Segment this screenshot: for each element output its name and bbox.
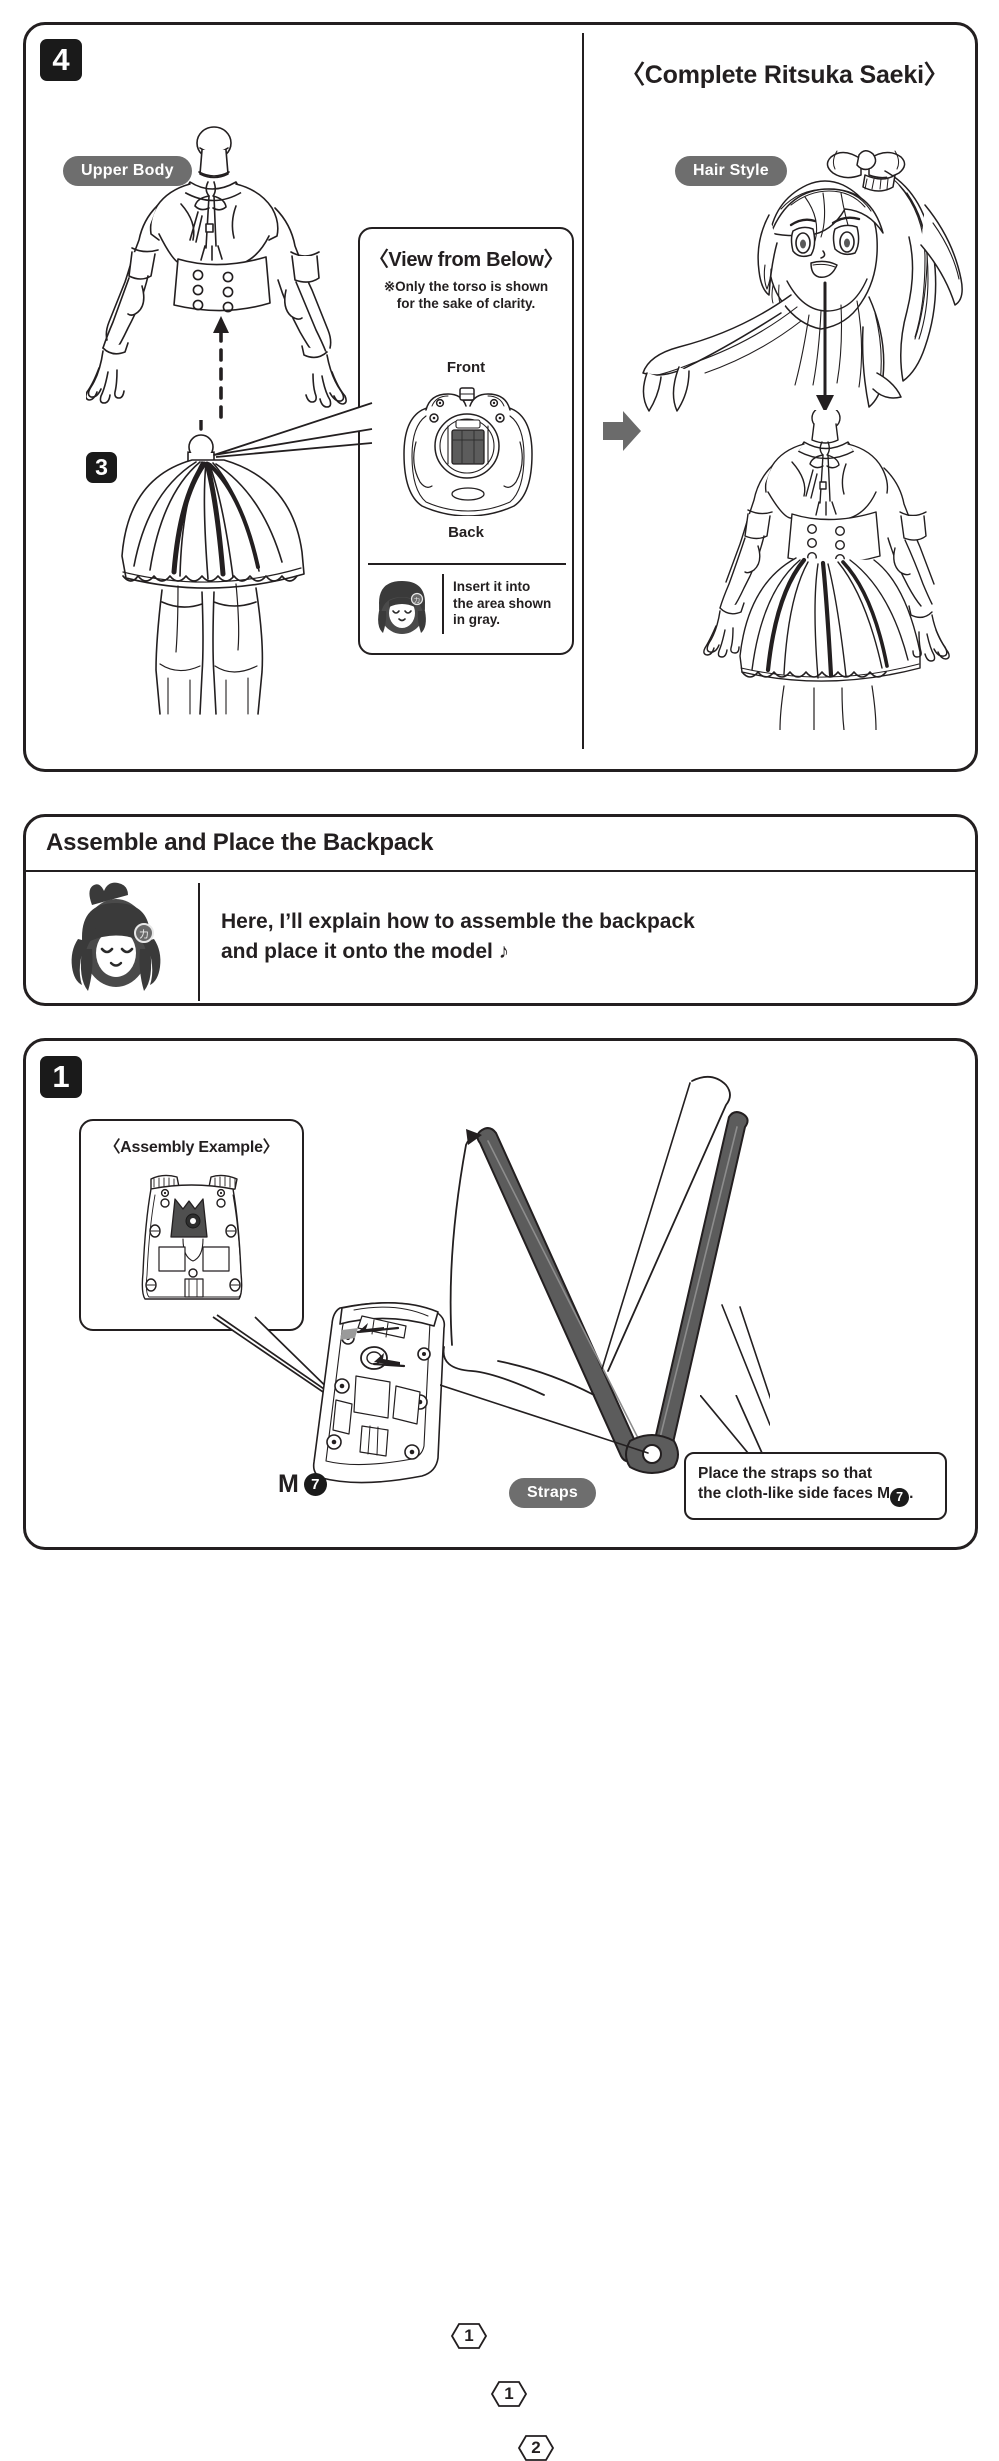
upper-body-figure-illustration xyxy=(86,120,356,425)
strap-note-pointer-lines xyxy=(700,1395,830,1455)
callout-number-1b: 1 xyxy=(491,2381,527,2407)
note-divider xyxy=(442,574,444,634)
step-number-badge-1: 1 xyxy=(40,1056,82,1098)
callout-number-2-text: 2 xyxy=(531,2438,541,2457)
step-number-badge-3: 3 xyxy=(86,452,117,483)
head-hair-illustration xyxy=(641,145,986,435)
part-label-number: 7 xyxy=(303,1473,327,1496)
callout-number-1a: 1 xyxy=(451,2323,487,2349)
label-hair-style: Hair Style xyxy=(675,156,787,186)
step-1-panel: 1 〈Assembly Example〉 xyxy=(23,1038,978,2461)
mascot-icon: カ xyxy=(56,879,176,999)
label-straps: Straps xyxy=(509,1478,596,1508)
label-front: Front xyxy=(446,359,486,376)
complete-figure-illustration xyxy=(686,410,986,730)
transition-arrow-icon xyxy=(603,411,641,451)
step-4-panel: 4 〈Complete Ritsuka Saeki〉 Upper Body Ha… xyxy=(23,22,978,772)
part-label-m7: M 7 xyxy=(278,1470,327,1499)
mascot-icon: カ xyxy=(371,573,433,635)
callout-pointer-lines xyxy=(206,395,376,495)
torso-bottom-view-illustration xyxy=(396,384,540,516)
strap-note-line-2-post: . xyxy=(909,1485,914,1503)
assembled-backpack-illustration xyxy=(129,1169,259,1319)
callout-number-2: 2 xyxy=(518,2435,554,2461)
backpack-frame-part-illustration xyxy=(300,1290,475,1490)
strap-note-line-2-pre: the cloth-like side faces M xyxy=(698,1485,891,1503)
part-label-prefix: M xyxy=(278,1470,299,1498)
callout-number-1b-text: 1 xyxy=(504,2384,514,2403)
title-divider xyxy=(26,870,975,872)
step-number-badge-4: 4 xyxy=(40,39,82,81)
section-title: Assemble and Place the Backpack xyxy=(46,829,434,856)
strap-note-part-number: 7 xyxy=(890,1487,910,1507)
gray-area-note-text: Insert it into the area shown in gray. xyxy=(453,579,552,628)
strap-note-line-1: Place the straps so that xyxy=(698,1465,873,1482)
gray-area-note: カ Insert it into the area shown in gray. xyxy=(368,563,566,643)
intro-divider xyxy=(198,883,200,1001)
callout-number-1a-text: 1 xyxy=(464,2326,474,2345)
straps-part-illustration xyxy=(440,1055,770,1475)
view-from-below-note: ※Only the torso is shown for the sake of… xyxy=(383,279,549,311)
assembly-example-title: 〈Assembly Example〉 xyxy=(104,1139,279,1156)
view-from-below-title: 〈View from Below〉 xyxy=(368,249,564,271)
view-from-below-callout: 〈View from Below〉 ※Only the torso is sho… xyxy=(358,227,574,655)
svg-text:カ: カ xyxy=(139,928,150,941)
label-upper-body: Upper Body xyxy=(63,156,192,186)
strap-orientation-note: Place the straps so that the cloth-like … xyxy=(684,1452,947,1520)
label-back: Back xyxy=(448,524,484,541)
intro-panel: Assemble and Place the Backpack カ Here, … xyxy=(23,814,978,1006)
complete-figure-title: 〈Complete Ritsuka Saeki〉 xyxy=(620,61,949,89)
skirt-figure-illustration xyxy=(114,420,364,715)
intro-message: Here, I’ll explain how to assemble the b… xyxy=(221,910,695,963)
svg-text:カ: カ xyxy=(414,597,421,605)
panel-divider xyxy=(582,33,584,749)
assembly-example-callout: 〈Assembly Example〉 xyxy=(79,1119,304,1331)
